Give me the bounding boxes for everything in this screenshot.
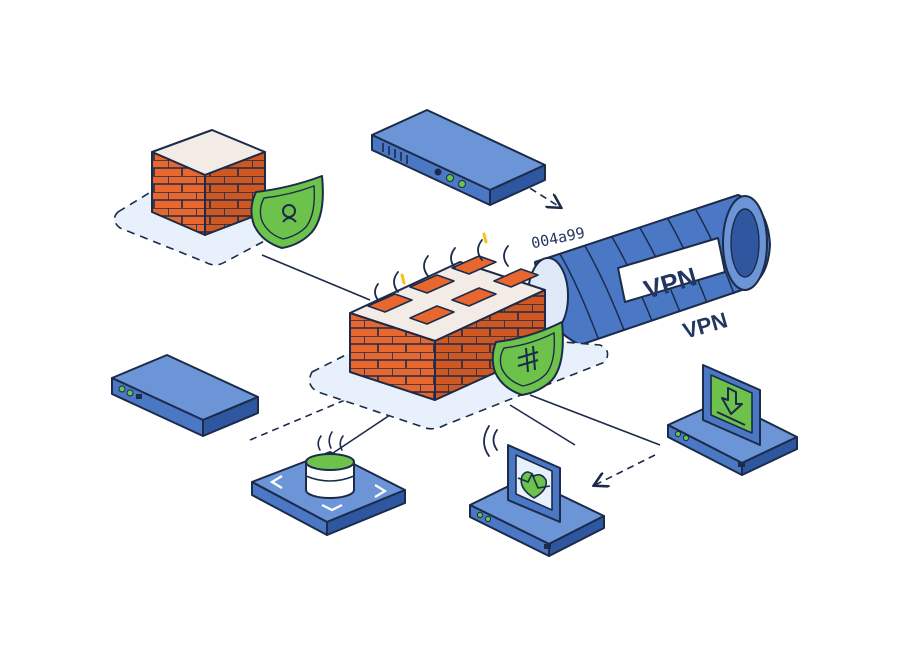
link-center-to-database <box>329 414 391 456</box>
link-firewall-left-to-center <box>261 254 371 301</box>
connection-lines <box>249 181 661 485</box>
firewall-left-icon <box>151 129 266 236</box>
steam-icon <box>317 431 344 451</box>
link-laptop-right-to-laptop-middle <box>595 454 656 485</box>
alert-spark-icon <box>400 232 488 285</box>
firewall-left-group <box>113 129 324 266</box>
firewall-center-group <box>308 232 609 430</box>
wifi-signal-icon <box>483 425 498 457</box>
laptop-right-icon <box>667 364 798 476</box>
link-center-to-left-switch <box>249 399 346 441</box>
link-center-to-laptop-middle <box>509 404 576 446</box>
signal-waves-icon <box>374 239 509 301</box>
shield-center-icon <box>491 321 564 396</box>
switch-left-icon <box>111 354 259 437</box>
vpn-tunnel-icon <box>527 194 771 346</box>
laptop-middle-icon <box>469 425 605 557</box>
download-icon <box>716 387 746 426</box>
router-top-icon <box>371 109 546 206</box>
database-server-icon <box>251 431 406 536</box>
link-router-to-tunnel <box>519 181 560 207</box>
vpn-tunnel-caption: VPN <box>680 307 730 344</box>
shield-left-icon <box>250 175 324 249</box>
heart-icon <box>520 471 548 499</box>
link-center-to-laptop-right <box>529 394 661 446</box>
